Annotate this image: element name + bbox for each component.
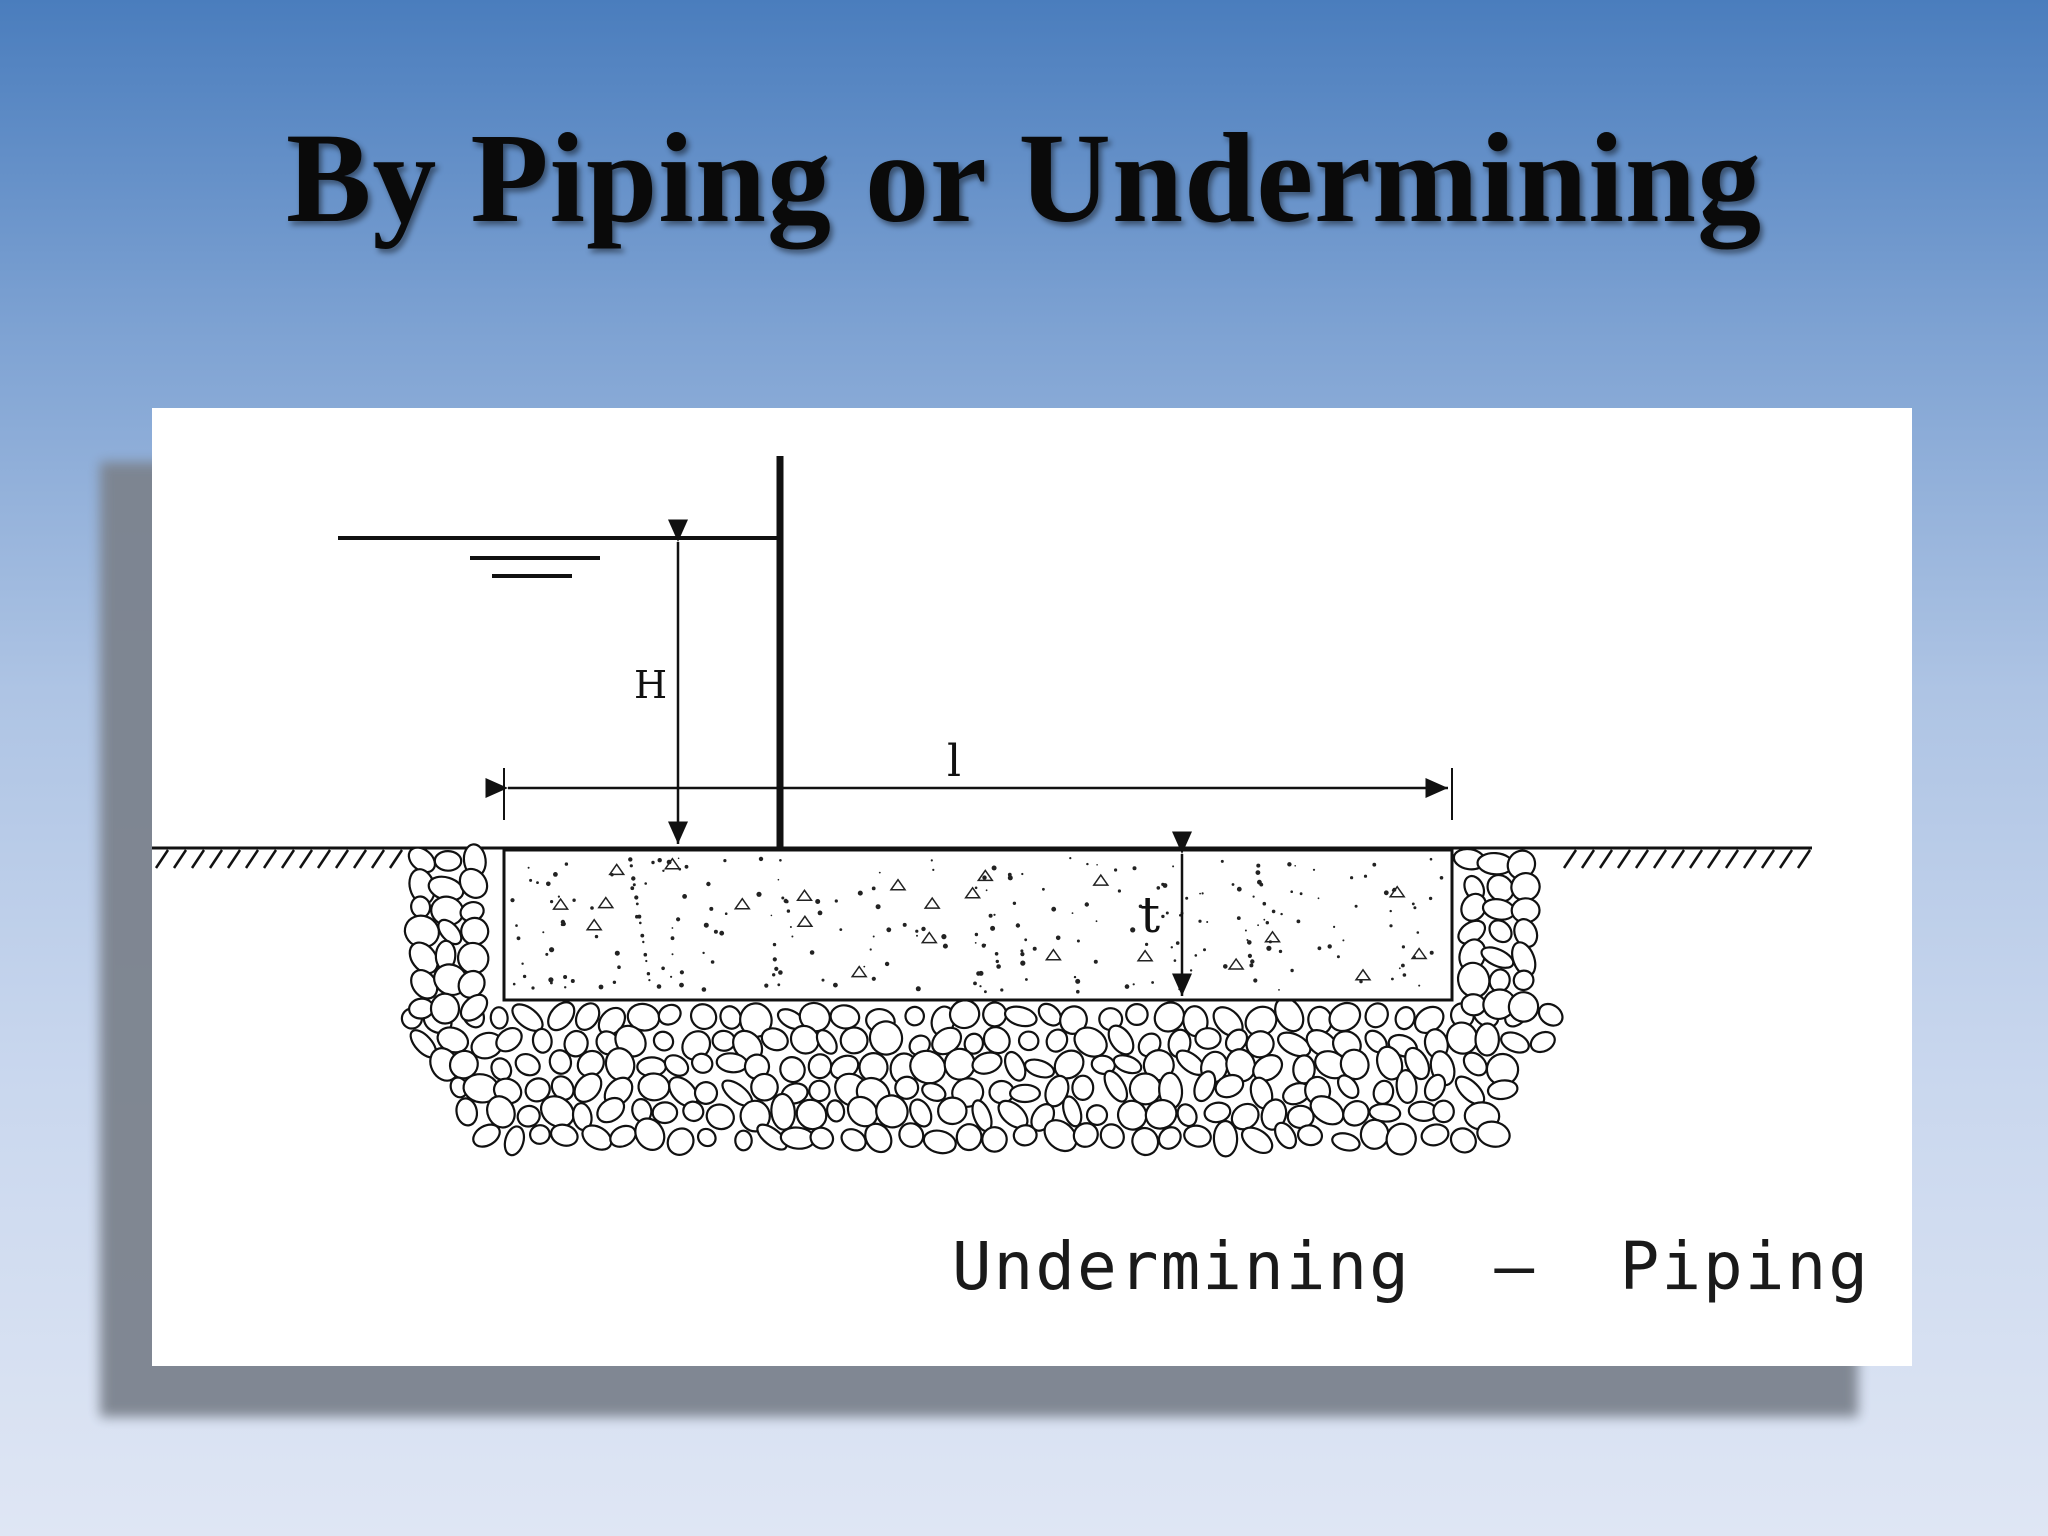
diagram-frame: H l t Undermining – Piping — [152, 408, 1912, 1366]
cobble-bed — [400, 843, 1564, 1158]
length-label: l — [947, 736, 961, 787]
diagram-caption: Undermining – Piping — [951, 1228, 1870, 1305]
thickness-label: t — [1140, 886, 1160, 944]
ground-surface — [152, 846, 1812, 869]
concrete-apron — [502, 848, 1454, 1002]
slide-title: By Piping or Undermining — [285, 107, 1763, 249]
head-label: H — [634, 663, 667, 707]
length-dimension — [485, 768, 1453, 820]
water-level — [338, 536, 780, 578]
undermining-piping-diagram: H l t — [152, 456, 1812, 1158]
